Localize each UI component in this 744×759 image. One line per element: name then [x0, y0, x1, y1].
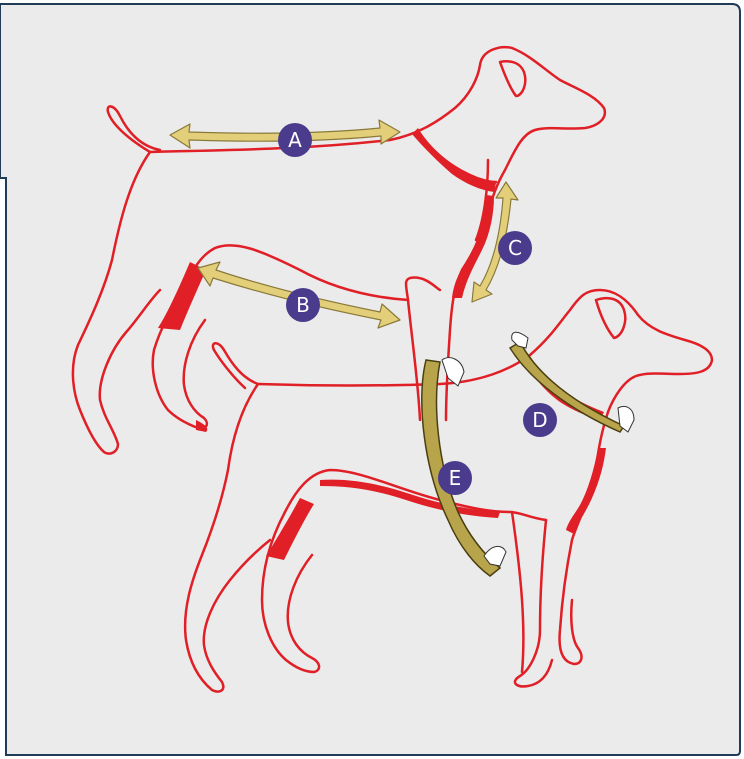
marker-b-label: B	[296, 293, 310, 317]
marker-d: D	[523, 403, 557, 437]
marker-c-label: C	[508, 236, 522, 260]
marker-c: C	[498, 231, 532, 265]
marker-d-label: D	[532, 408, 547, 432]
marker-b: B	[286, 288, 320, 322]
marker-e-label: E	[449, 466, 462, 490]
marker-a-label: A	[288, 128, 302, 152]
marker-e: E	[438, 461, 472, 495]
marker-a: A	[278, 123, 312, 157]
